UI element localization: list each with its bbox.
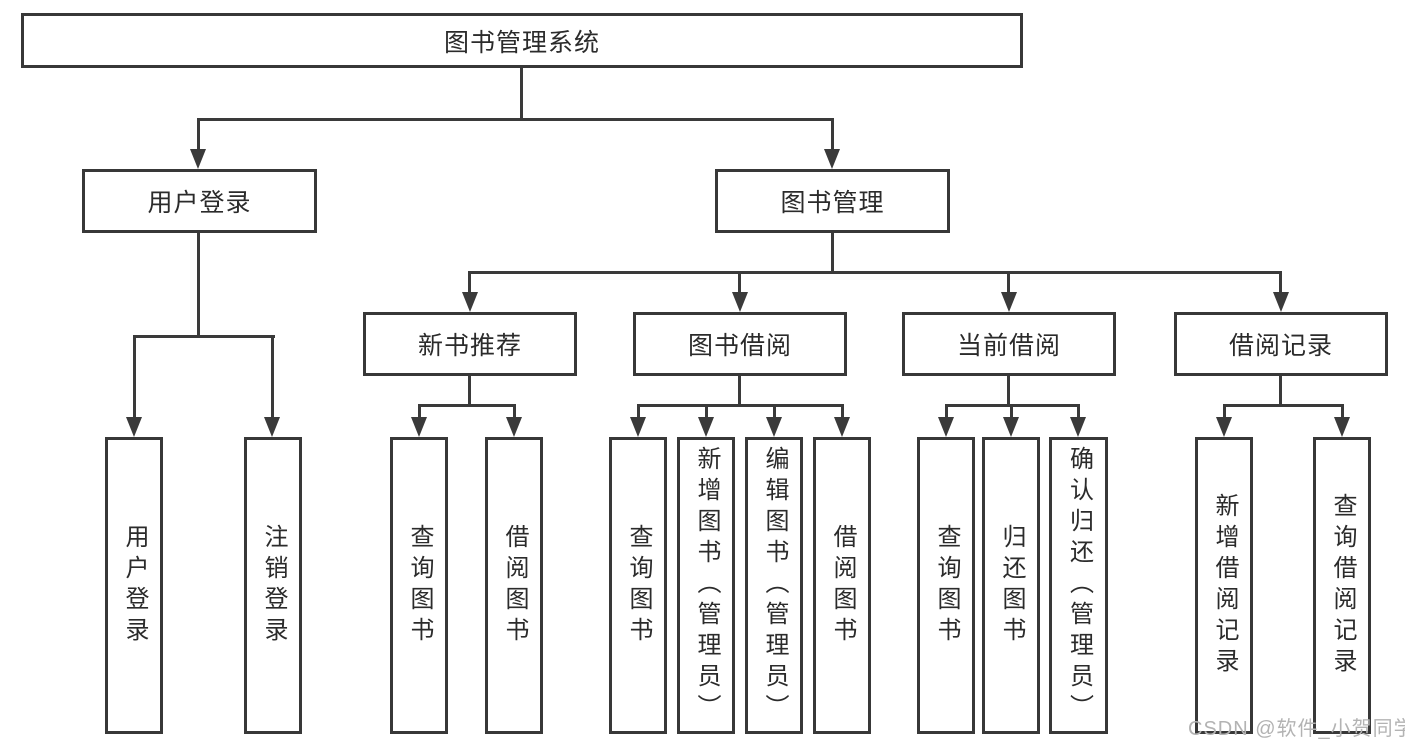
leaf-add-borrow-record-label: 新增借阅记录: [1211, 492, 1238, 679]
connector-line: [197, 118, 200, 151]
node-new-book-recommend-label: 新书推荐: [417, 332, 522, 360]
connector-line: [1223, 404, 1343, 407]
arrowhead-icon: [1001, 292, 1017, 312]
leaf-current-query-books: 查询图书: [917, 437, 975, 734]
leaf-add-books-admin: 新增图书（管理员）: [677, 437, 735, 734]
leaf-recommend-query-books-label: 查询图书: [406, 523, 433, 648]
connector-line: [513, 404, 516, 419]
arrowhead-icon: [834, 417, 850, 437]
connector-line: [1007, 271, 1010, 294]
arrowhead-icon: [732, 292, 748, 312]
connector-line: [705, 404, 708, 419]
connector-line: [1223, 404, 1226, 419]
leaf-recommend-query-books: 查询图书: [390, 437, 448, 734]
connector-line: [637, 404, 640, 419]
leaf-user-login-label: 用户登录: [121, 523, 148, 648]
connector-line: [637, 404, 844, 407]
csdn-watermark: CSDN @软件_小贺同学: [1188, 718, 1405, 740]
arrowhead-icon: [506, 417, 522, 437]
connector-line: [418, 404, 516, 407]
connector-line: [1279, 376, 1282, 404]
arrowhead-icon: [126, 417, 142, 437]
arrowhead-icon: [1216, 417, 1232, 437]
leaf-return-books-label: 归还图书: [998, 523, 1025, 648]
arrowhead-icon: [938, 417, 954, 437]
node-book-borrow-label: 图书借阅: [687, 332, 792, 360]
arrowhead-icon: [264, 417, 280, 437]
connector-line: [1010, 404, 1013, 419]
node-current-borrow-label: 当前借阅: [956, 332, 1061, 360]
arrowhead-icon: [190, 149, 206, 169]
leaf-borrow-books: 借阅图书: [813, 437, 871, 734]
connector-line: [1279, 271, 1282, 294]
connector-line: [831, 118, 834, 151]
leaf-add-books-admin-label: 新增图书（管理员）: [693, 446, 720, 725]
arrowhead-icon: [1273, 292, 1289, 312]
connector-line: [133, 335, 136, 419]
node-book-management: 图书管理: [715, 169, 950, 233]
arrowhead-icon: [411, 417, 427, 437]
connector-line: [271, 335, 274, 419]
node-book-management-label: 图书管理: [780, 189, 885, 217]
arrowhead-icon: [1070, 417, 1086, 437]
arrowhead-icon: [698, 417, 714, 437]
arrowhead-icon: [1334, 417, 1350, 437]
connector-line: [197, 118, 834, 121]
node-user-login: 用户登录: [82, 169, 317, 233]
leaf-edit-books-admin-label: 编辑图书（管理员）: [761, 446, 788, 725]
leaf-confirm-return-admin: 确认归还（管理员）: [1049, 437, 1108, 734]
connector-line: [418, 404, 421, 419]
arrowhead-icon: [630, 417, 646, 437]
connector-line: [773, 404, 776, 419]
connector-line: [133, 335, 275, 338]
leaf-logout: 注销登录: [244, 437, 302, 734]
leaf-current-query-books-label: 查询图书: [933, 523, 960, 648]
node-current-borrow: 当前借阅: [902, 312, 1116, 376]
node-user-login-label: 用户登录: [147, 189, 252, 217]
leaf-logout-label: 注销登录: [260, 523, 287, 648]
node-library-system-label: 图书管理系统: [443, 28, 600, 57]
leaf-edit-books-admin: 编辑图书（管理员）: [745, 437, 803, 734]
leaf-borrow-books-label: 借阅图书: [829, 523, 856, 648]
leaf-recommend-borrow-books-label: 借阅图书: [501, 523, 528, 648]
connector-line: [1007, 376, 1010, 404]
arrowhead-icon: [766, 417, 782, 437]
node-book-borrow: 图书借阅: [633, 312, 847, 376]
connector-line: [1077, 404, 1080, 419]
arrowhead-icon: [824, 149, 840, 169]
connector-line: [197, 233, 200, 335]
node-library-system: 图书管理系统: [21, 13, 1023, 68]
leaf-confirm-return-admin-label: 确认归还（管理员）: [1065, 446, 1093, 725]
connector-line: [831, 233, 834, 271]
leaf-user-login: 用户登录: [105, 437, 163, 734]
connector-line: [1341, 404, 1344, 419]
node-borrow-records-label: 借阅记录: [1228, 332, 1333, 360]
connector-line: [738, 376, 741, 404]
leaf-borrow-query-books-label: 查询图书: [625, 523, 652, 648]
connector-line: [738, 271, 741, 294]
leaf-add-borrow-record: 新增借阅记录: [1195, 437, 1253, 734]
connector-line: [468, 376, 471, 404]
connector-line: [841, 404, 844, 419]
leaf-query-borrow-record-label: 查询借阅记录: [1329, 492, 1356, 679]
connector-line: [945, 404, 948, 419]
node-new-book-recommend: 新书推荐: [363, 312, 577, 376]
leaf-borrow-query-books: 查询图书: [609, 437, 667, 734]
leaf-query-borrow-record: 查询借阅记录: [1313, 437, 1371, 734]
connector-line: [520, 68, 523, 120]
leaf-recommend-borrow-books: 借阅图书: [485, 437, 543, 734]
connector-line: [468, 271, 471, 294]
arrowhead-icon: [1003, 417, 1019, 437]
connector-line: [468, 271, 1282, 274]
arrowhead-icon: [462, 292, 478, 312]
leaf-return-books: 归还图书: [982, 437, 1040, 734]
node-borrow-records: 借阅记录: [1174, 312, 1388, 376]
